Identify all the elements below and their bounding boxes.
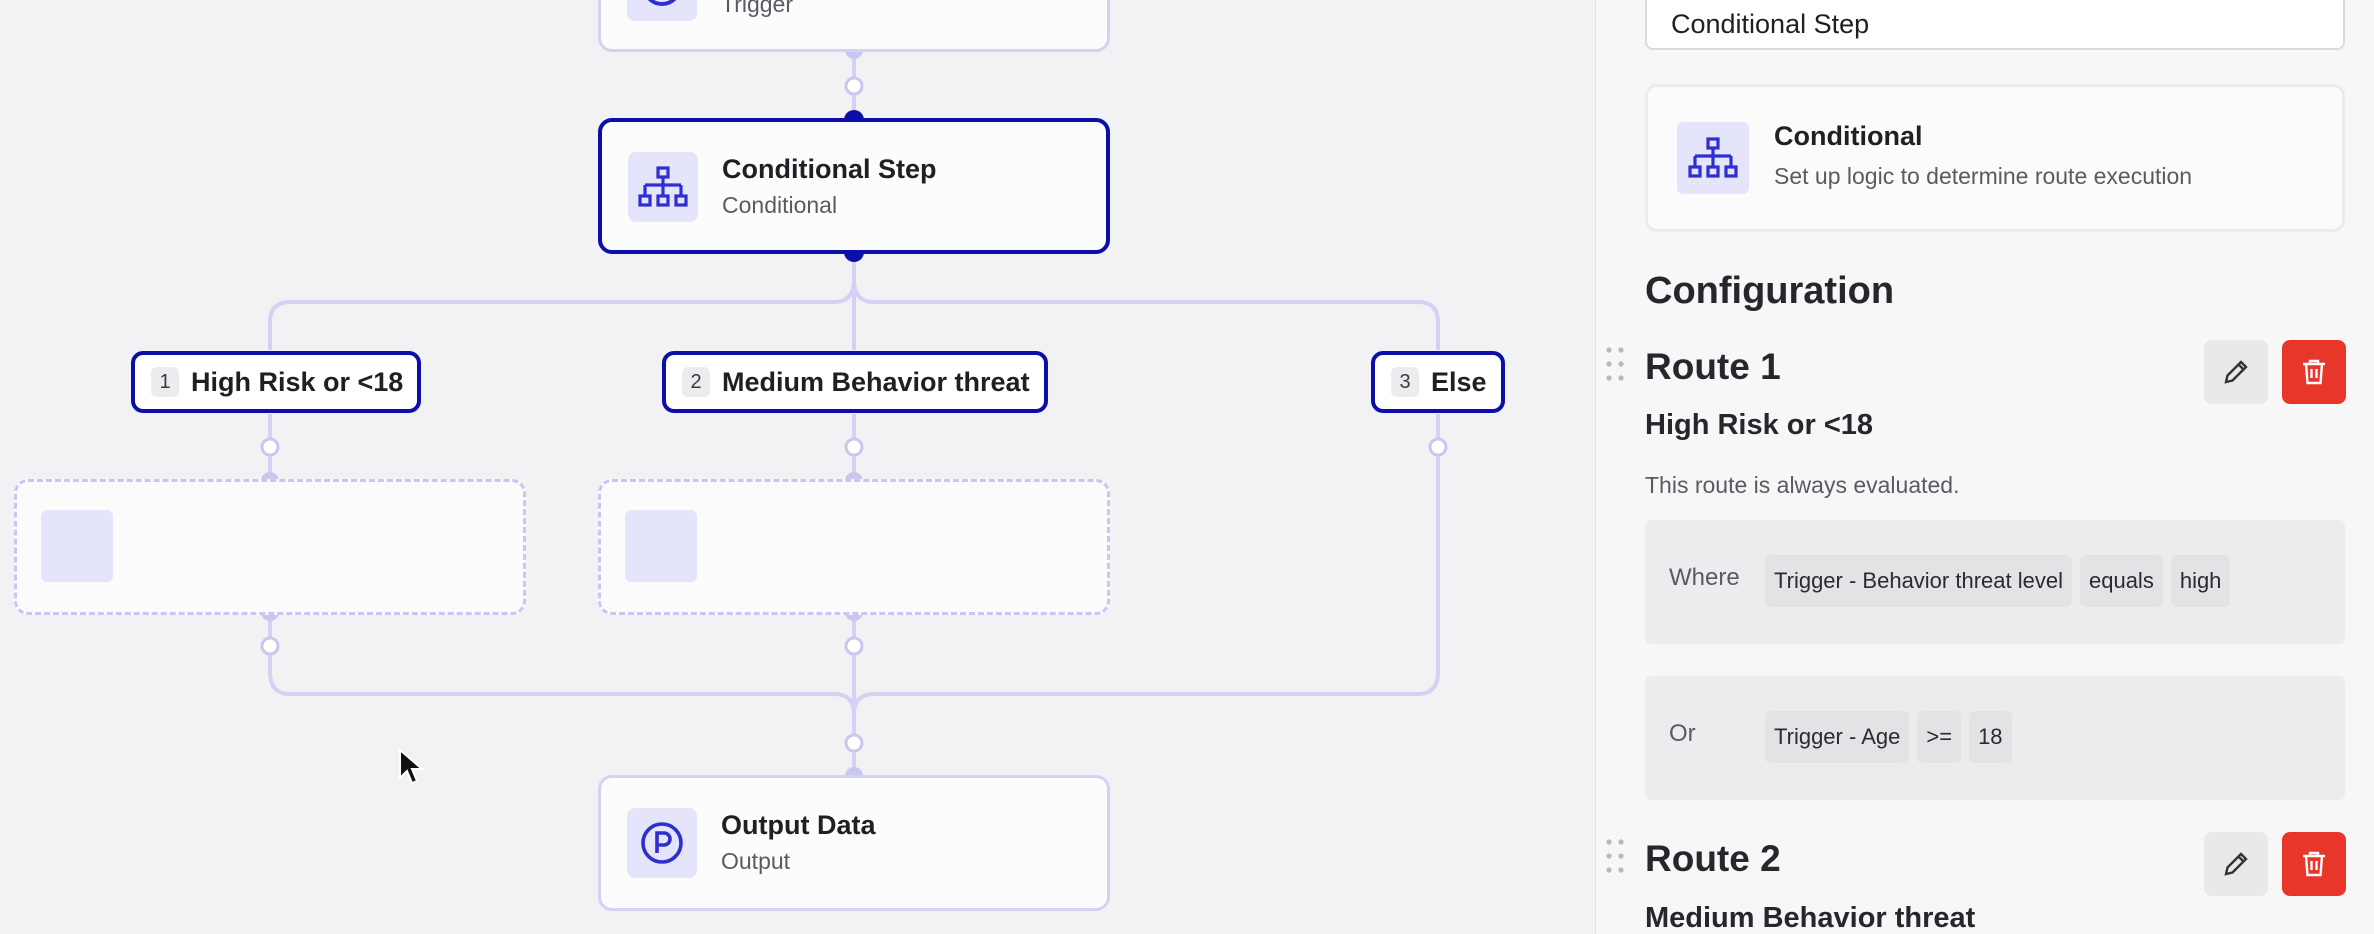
sitemap-icon [1677,122,1749,194]
workflow-canvas[interactable]: Trigger Conditional Step Conditional 1 H… [0,0,1595,934]
condition-value-chip[interactable]: 18 [1969,711,2012,763]
condition-value-chip[interactable]: high [2170,555,2231,607]
clock-icon [627,0,697,21]
trash-icon [2303,851,2325,877]
conditional-step-node[interactable]: Conditional Step Conditional [598,118,1110,254]
route-2-heading: Route 2 [1645,838,1781,879]
output-node-title: Output Data [721,810,876,840]
route-pill-label: Else [1431,366,1487,397]
step-type-title: Conditional [1774,121,1923,151]
configuration-heading: Configuration [1645,270,1895,312]
conditional-node-title: Conditional Step [722,154,937,184]
route-number-badge: 2 [682,367,710,397]
route-number-badge: 3 [1391,367,1419,397]
trash-icon [2303,359,2325,385]
step-type-card: Conditional Set up logic to determine ro… [1645,84,2345,232]
delete-route-1-button[interactable] [2282,340,2346,404]
edit-route-1-button[interactable] [2204,340,2268,404]
condition-keyword: Or [1669,720,1696,747]
route-pill-1[interactable]: 1 High Risk or <18 [131,351,422,413]
step-type-description: Set up logic to determine route executio… [1774,163,2193,189]
route-1-name: High Risk or <18 [1645,409,1874,441]
route-1-evaluation-note: This route is always evaluated. [1645,472,1960,498]
drag-handle-icon[interactable] [1604,346,1626,382]
pencil-icon [2224,852,2248,876]
route-pill-2[interactable]: 2 Medium Behavior threat [662,351,1048,413]
output-data-node[interactable]: Output Data Output [598,775,1110,911]
edit-route-2-button[interactable] [2204,832,2268,896]
placeholder-icon [41,510,113,582]
delete-route-2-button[interactable] [2282,832,2346,896]
route-1-heading: Route 1 [1645,346,1781,387]
condition-keyword: Where [1669,564,1740,591]
route-pill-3[interactable]: 3 Else [1371,351,1505,413]
route-2-name: Medium Behavior threat [1645,902,1976,934]
conditional-node-subtitle: Conditional [722,192,838,218]
step-name-input[interactable] [1645,0,2345,50]
condition-operator-chip[interactable]: equals [2079,555,2163,607]
sitemap-icon [628,152,698,222]
placeholder-icon [625,510,697,582]
condition-operator-chip[interactable]: >= [1917,711,1962,763]
empty-step-placeholder-route-2[interactable] [598,479,1110,615]
trigger-node-subtitle: Trigger [721,0,793,17]
route-pill-label: Medium Behavior threat [722,366,1030,397]
pencil-icon [2224,360,2248,384]
parking-p-icon [627,808,697,878]
condition-where-row[interactable]: Where Trigger - Behavior threat level eq… [1645,520,2345,644]
step-config-panel: Conditional Set up logic to determine ro… [1595,0,2374,934]
drag-handle-icon[interactable] [1604,838,1626,874]
condition-or-row[interactable]: Or Trigger - Age >= 18 [1645,676,2345,800]
trigger-node[interactable]: Trigger [598,0,1110,52]
output-node-subtitle: Output [721,848,791,874]
condition-field-chip[interactable]: Trigger - Age [1765,711,1910,763]
empty-step-placeholder-route-1[interactable] [14,479,526,615]
route-number-badge: 1 [151,367,179,397]
condition-field-chip[interactable]: Trigger - Behavior threat level [1765,555,2072,607]
mouse-cursor-icon [399,748,424,785]
route-pill-label: High Risk or <18 [191,366,404,397]
